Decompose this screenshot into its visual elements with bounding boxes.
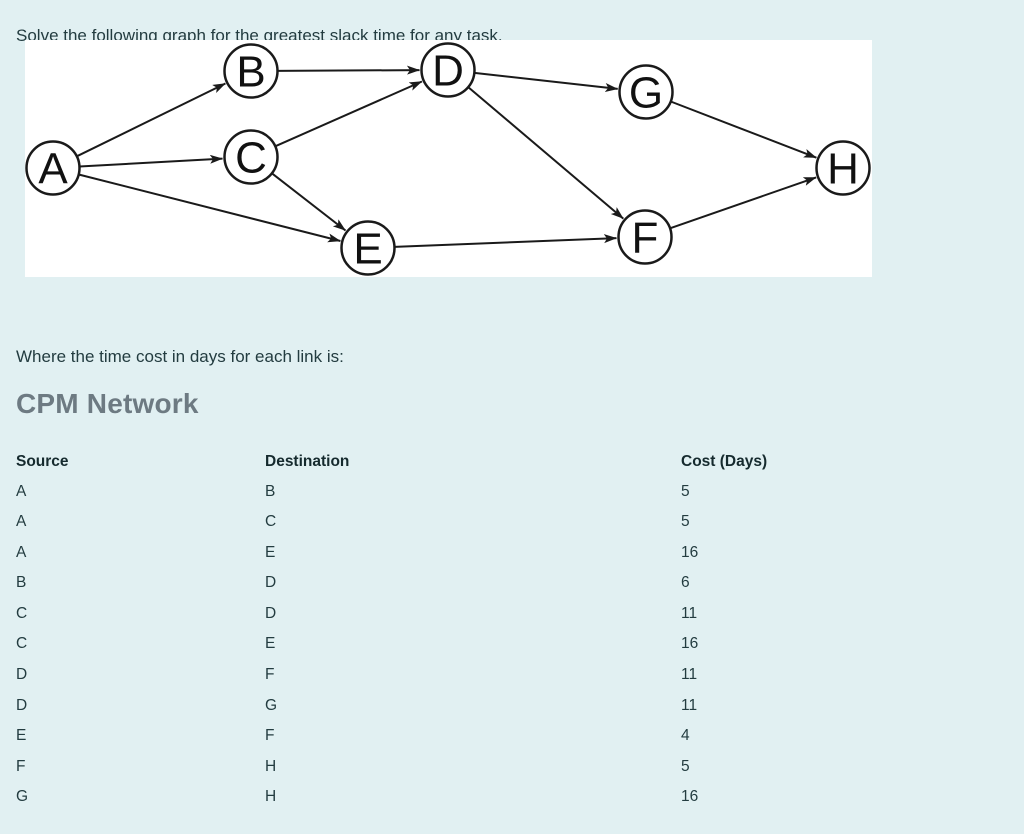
cell-cost: 11 [681, 696, 698, 714]
table-row: D G 11 [16, 696, 1008, 727]
node-circle-B [223, 43, 279, 99]
node-circle-F [617, 209, 673, 265]
node-circle-E [340, 220, 396, 276]
table-row: D F 11 [16, 665, 1008, 696]
column-header-destination: Destination [265, 453, 350, 470]
table-row: B D 6 [16, 573, 1008, 604]
cell-destination: E [265, 543, 276, 561]
cell-cost: 11 [681, 604, 698, 622]
cell-source: B [16, 574, 27, 592]
cell-destination: E [265, 635, 276, 653]
graph-edges [76, 65, 817, 248]
node-label-D: D [432, 47, 464, 96]
table-intro-text: Where the time cost in days for each lin… [16, 347, 344, 366]
column-header-cost: Cost (Days) [681, 453, 768, 470]
cell-cost: 5 [681, 757, 690, 775]
table-row: F H 5 [16, 757, 1008, 788]
cell-cost: 4 [681, 727, 690, 745]
cell-destination: G [265, 696, 278, 714]
table-header-row: Source Destination Cost (Days) [16, 452, 1008, 482]
node-circle-C [223, 129, 279, 185]
cell-cost: 16 [681, 788, 699, 806]
node-label-E: E [353, 225, 382, 274]
graph-node-F: F [617, 209, 673, 265]
cell-source: A [16, 482, 27, 500]
graph-edge-C-D [274, 80, 423, 148]
table-row: A B 5 [16, 482, 1008, 513]
graph-node-A: A [25, 140, 81, 196]
graph-node-C: C [223, 129, 279, 185]
table-row: G H 16 [16, 787, 1008, 818]
cell-source: D [16, 666, 28, 684]
graph-edge-A-B [76, 82, 226, 158]
table-row: A C 5 [16, 512, 1008, 543]
node-label-F: F [632, 214, 659, 263]
graph-node-B: B [223, 43, 279, 99]
node-circle-G [618, 64, 674, 120]
table-row: A E 16 [16, 543, 1008, 574]
graph-edge-D-G [474, 71, 619, 92]
cell-destination: C [265, 513, 277, 531]
graph-edge-D-F [467, 86, 624, 220]
graph-nodes: A BC D E F G H [25, 42, 871, 276]
cell-source: G [16, 788, 29, 806]
node-label-G: G [629, 69, 663, 118]
cell-source: A [16, 543, 27, 561]
graph-node-D: D [420, 42, 476, 98]
node-label-B: B [236, 48, 265, 97]
node-circle-A [25, 140, 81, 196]
cell-destination: D [265, 574, 277, 592]
cell-destination: B [265, 482, 276, 500]
cell-cost: 11 [681, 666, 698, 684]
column-header-source: Source [16, 453, 69, 470]
node-label-H: H [827, 145, 859, 194]
cell-source: D [16, 696, 28, 714]
graph-edge-G-H [670, 100, 817, 159]
cell-destination: F [265, 727, 275, 745]
graph-edge-E-F [394, 234, 617, 248]
node-label-C: C [235, 134, 267, 183]
graph-edge-A-E [78, 173, 341, 243]
table-title: CPM Network [16, 388, 199, 419]
cell-source: E [16, 727, 27, 745]
cell-source: C [16, 635, 28, 653]
cell-cost: 16 [681, 543, 699, 561]
cell-source: F [16, 757, 26, 775]
node-label-A: A [38, 145, 68, 194]
cell-source: C [16, 604, 28, 622]
graph-node-G: G [618, 64, 674, 120]
cell-destination: H [265, 788, 277, 806]
cell-destination: F [265, 666, 275, 684]
cell-cost: 16 [681, 635, 699, 653]
table-row: C D 11 [16, 604, 1008, 635]
graph-edge-C-E [271, 172, 347, 232]
cell-destination: D [265, 604, 277, 622]
cell-cost: 6 [681, 574, 690, 592]
cell-destination: H [265, 757, 277, 775]
node-circle-H [815, 140, 871, 196]
graph-node-E: E [340, 220, 396, 276]
cpm-network-diagram: A BC D E F G H [25, 42, 871, 276]
graph-edge-F-H [669, 176, 817, 230]
graph-edge-A-C [79, 154, 223, 168]
cell-source: A [16, 513, 27, 531]
cell-cost: 5 [681, 482, 690, 500]
graph-node-H: H [815, 140, 871, 196]
table-row: E F 4 [16, 726, 1008, 757]
table-row: C E 16 [16, 634, 1008, 665]
cell-cost: 5 [681, 513, 690, 531]
graph-edge-B-D [277, 65, 420, 75]
node-circle-D [420, 42, 476, 98]
